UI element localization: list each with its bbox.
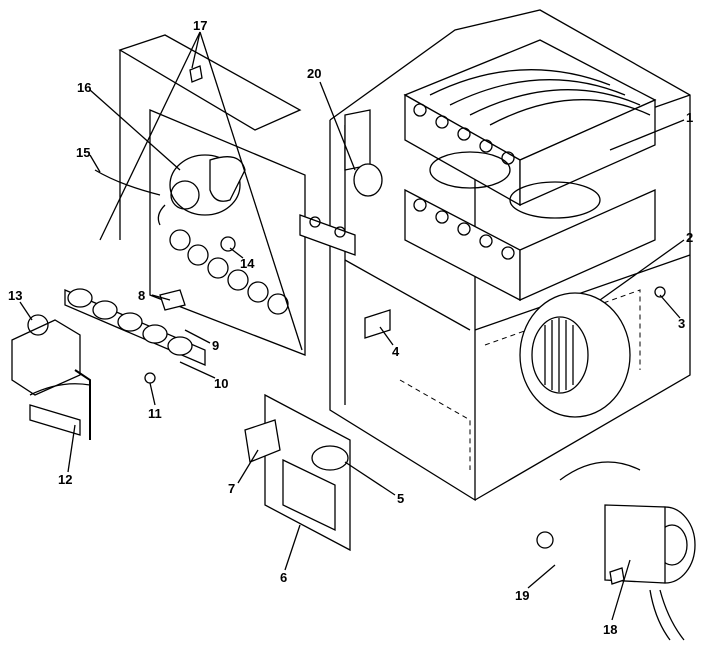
blower-motor: [559, 461, 696, 641]
callout-16: 16: [77, 80, 91, 95]
burner-manifold: [64, 288, 206, 366]
flame-sensor: [220, 236, 236, 252]
callout-11: 11: [148, 406, 162, 421]
motor-mount-grommet: [536, 531, 554, 549]
gas-pipe-bracket: [29, 404, 81, 436]
draft-inducer: [157, 154, 246, 226]
heat-exchanger: [403, 39, 657, 302]
callout-4: 4: [392, 344, 400, 359]
callout-18: 18: [603, 622, 617, 637]
transformer: [244, 419, 281, 463]
relay: [311, 445, 349, 471]
limit-switch: [364, 309, 391, 339]
callout-3: 3: [678, 316, 685, 331]
blower-housing: [519, 292, 631, 418]
panel-screw: [189, 65, 203, 83]
burner-ports: [169, 229, 289, 315]
callout-2: 2: [686, 230, 693, 245]
callout-labels: 1 2 3 4 5 6 7 8 9 10 11 12 13 14 15 16 1…: [8, 18, 693, 637]
pressure-switch: [344, 109, 383, 197]
callout-14: 14: [240, 256, 255, 271]
gas-pipe: [74, 369, 91, 440]
heat-exchanger-tubes: [429, 69, 651, 219]
callout-12: 12: [58, 472, 72, 487]
blower-wheel-vanes: [544, 318, 574, 392]
callout-15: 15: [76, 145, 90, 160]
callout-6: 6: [280, 570, 287, 585]
callout-10: 10: [214, 376, 228, 391]
callout-13: 13: [8, 288, 22, 303]
callout-20: 20: [307, 66, 321, 81]
orifice-spud: [144, 372, 156, 384]
control-board: [264, 393, 351, 552]
blower-door-screw: [654, 286, 666, 298]
gas-valve: [11, 314, 91, 396]
callout-5: 5: [397, 491, 404, 506]
callout-1: 1: [686, 110, 693, 125]
hot-surface-igniter: [159, 289, 186, 311]
callout-9: 9: [212, 338, 219, 353]
callout-19: 19: [515, 588, 529, 603]
callout-7: 7: [228, 481, 235, 496]
callout-8: 8: [138, 288, 145, 303]
leader-lines: [19, 31, 685, 621]
igniter: [94, 169, 161, 196]
callout-17: 17: [193, 18, 207, 33]
heat-exchanger-ports: [413, 103, 515, 260]
